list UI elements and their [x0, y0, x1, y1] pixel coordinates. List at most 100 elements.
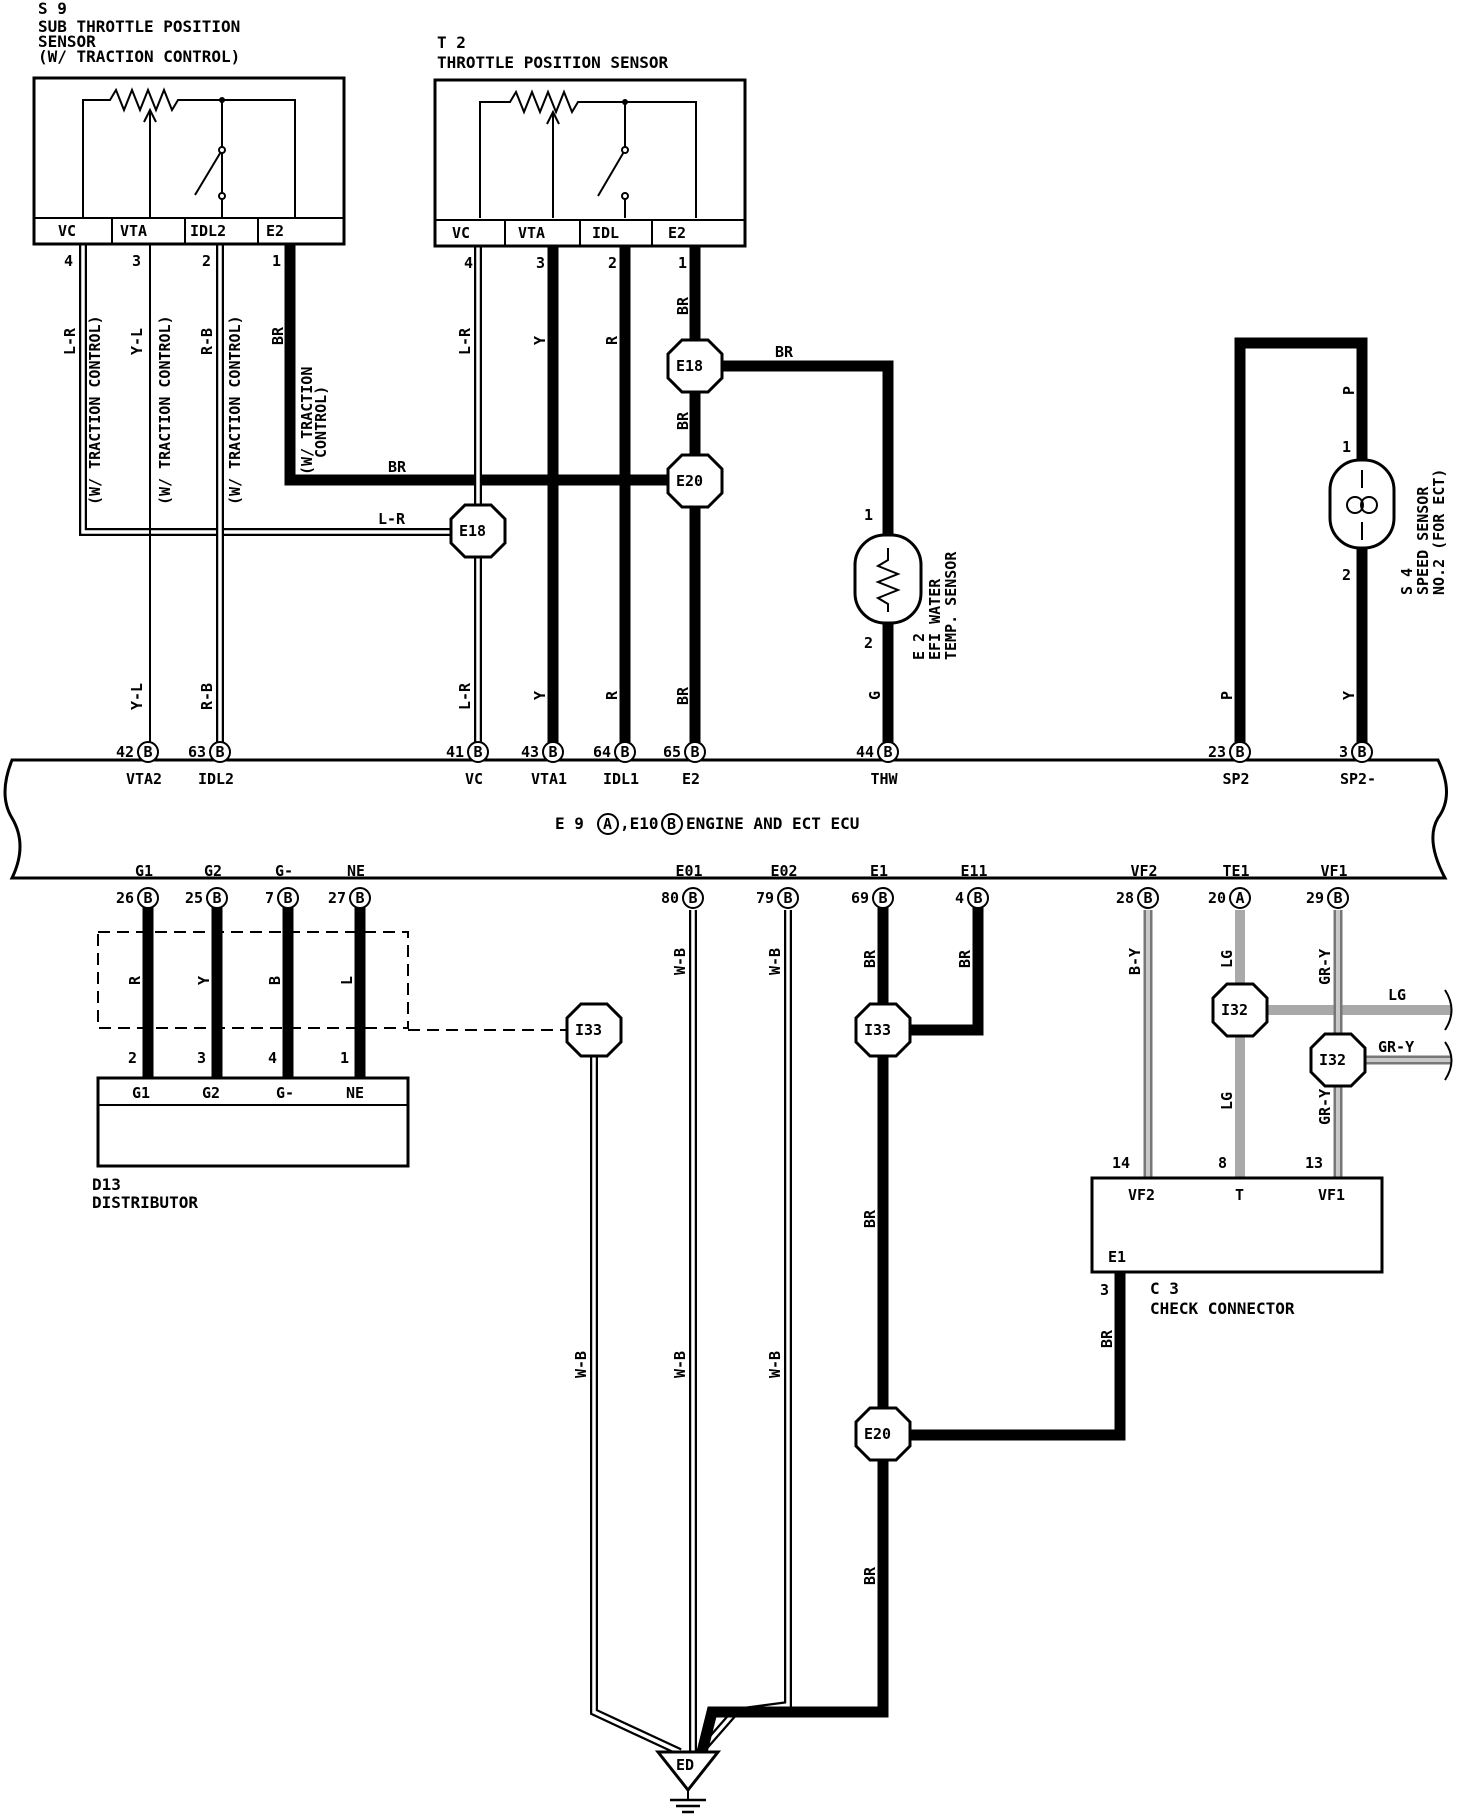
svg-text:BR: BR — [1098, 1329, 1116, 1348]
ecu-connector-letter: A — [1235, 889, 1244, 907]
svg-text:B: B — [667, 815, 676, 833]
svg-text:SPEED SENSOR: SPEED SENSOR — [1414, 486, 1432, 595]
svg-text:VTA: VTA — [518, 224, 545, 242]
svg-text:2: 2 — [128, 1049, 137, 1067]
svg-text:R-B: R-B — [198, 683, 216, 710]
svg-text:BR: BR — [956, 949, 974, 968]
svg-text:3: 3 — [132, 252, 141, 270]
svg-text:S 9: S 9 — [38, 0, 67, 18]
ecu-terminal-name: G1 — [135, 862, 153, 880]
svg-text:L-R: L-R — [378, 510, 406, 528]
svg-text:T 2: T 2 — [437, 33, 466, 52]
ecu-terminal-name: E2 — [682, 770, 700, 788]
ecu-terminal-name: E02 — [770, 862, 797, 880]
ecu-terminal-name: TE1 — [1222, 862, 1249, 880]
ecu-connector-circle — [1351, 741, 1373, 763]
svg-text:W-B: W-B — [671, 1351, 689, 1378]
ecu-terminal-thw: 44 B THW — [856, 741, 899, 788]
svg-text:GR-Y: GR-Y — [1378, 1038, 1414, 1056]
svg-text:2: 2 — [608, 254, 617, 272]
ecu-pin-number: 26 — [116, 889, 134, 907]
ecu-connector-circle — [467, 741, 489, 763]
svg-text:E1: E1 — [1108, 1248, 1126, 1266]
svg-text:TEMP. SENSOR: TEMP. SENSOR — [942, 551, 960, 660]
svg-text:R-B: R-B — [198, 328, 216, 355]
svg-text:BR: BR — [861, 949, 879, 968]
ecu-connector-circle — [137, 887, 159, 909]
svg-text:E 2: E 2 — [910, 633, 928, 660]
ecu-terminal-name: THW — [870, 770, 898, 788]
svg-text:E20: E20 — [864, 1425, 891, 1443]
ecu-connector-letter: B — [883, 743, 892, 761]
ecu-pin-number: 44 — [856, 743, 874, 761]
ecu-connector-letter: B — [690, 743, 699, 761]
ecu-terminal-name: IDL2 — [198, 770, 234, 788]
svg-text:D13: D13 — [92, 1175, 121, 1194]
svg-text:LG: LG — [1218, 1092, 1236, 1110]
ground-ed: ED — [654, 1750, 722, 1814]
ecu-connector-letter: B — [1333, 889, 1342, 907]
svg-text:I32: I32 — [1319, 1051, 1346, 1069]
wiper-arrow — [546, 109, 560, 218]
ecu-pin-number: 65 — [663, 743, 681, 761]
svg-text:NE: NE — [346, 1084, 364, 1102]
svg-text:3: 3 — [197, 1049, 206, 1067]
svg-text:BR: BR — [674, 411, 692, 430]
svg-text:BR: BR — [861, 1566, 879, 1585]
ecu-connector-letter: B — [143, 889, 152, 907]
svg-text:W-B: W-B — [766, 1351, 784, 1378]
ecu-connector-circle — [777, 887, 799, 909]
ecu-terminal-name: G- — [275, 862, 293, 880]
svg-text:VC: VC — [58, 222, 76, 240]
svg-text:(W/ TRACTION: (W/ TRACTION — [298, 367, 316, 475]
svg-text:IDL: IDL — [592, 224, 619, 242]
svg-text:Y: Y — [195, 976, 213, 985]
svg-text:1: 1 — [340, 1049, 349, 1067]
ecu-connector-letter: B — [473, 743, 482, 761]
svg-text:1: 1 — [1342, 438, 1351, 456]
ecu-connector-circle — [684, 741, 706, 763]
svg-text:I33: I33 — [575, 1021, 602, 1039]
svg-text:L-R: L-R — [456, 682, 474, 710]
svg-text:EFI WATER: EFI WATER — [926, 578, 944, 660]
svg-text:4: 4 — [268, 1049, 277, 1067]
svg-text:CONTROL): CONTROL) — [312, 386, 330, 458]
svg-text:E2: E2 — [266, 222, 284, 240]
ecu-connector-circle — [349, 887, 371, 909]
ecu-connector-letter: B — [215, 743, 224, 761]
svg-text:13: 13 — [1305, 1154, 1323, 1172]
ecu-connector-letter: B — [878, 889, 887, 907]
svg-text:3: 3 — [1100, 1281, 1109, 1299]
svg-text:BR: BR — [269, 326, 287, 345]
ecu-label: E 9 A ,E10 B ENGINE AND ECT ECU — [555, 813, 859, 835]
svg-text:L-R: L-R — [456, 327, 474, 355]
ecu-connector-letter: B — [355, 889, 364, 907]
ecu-pin-number: 29 — [1306, 889, 1324, 907]
svg-text:R: R — [603, 690, 621, 700]
ecu-pin-number: 79 — [756, 889, 774, 907]
svg-text:BR: BR — [861, 1209, 879, 1228]
svg-text:BR: BR — [674, 686, 692, 705]
ecu-pin-number: 23 — [1208, 743, 1226, 761]
svg-text:4: 4 — [464, 254, 473, 272]
ecu-connector-circle — [1229, 887, 1251, 909]
distributor: 2 3 4 1 G1 G2 G- NE D13 DISTRIBUTOR — [92, 1049, 410, 1212]
svg-text:P: P — [1340, 386, 1358, 395]
junctions: E18 E20 E18 I33 I33 I32 I32 E20 — [449, 338, 1367, 1462]
ecu-connector-letter: B — [548, 743, 557, 761]
check-connector: 14 8 13 VF2 T VF1 E1 3 C 3 CHECK CONNECT… — [1090, 1154, 1384, 1318]
svg-text:W-B: W-B — [671, 948, 689, 975]
ecu-pin-number: 41 — [446, 743, 464, 761]
svg-text:P: P — [1218, 691, 1236, 700]
svg-text:L-R: L-R — [61, 327, 79, 355]
speed-sensor: 1 2 S 4 SPEED SENSOR NO.2 (FOR ECT) — [1328, 438, 1448, 595]
ecu-connector-letter: B — [620, 743, 629, 761]
svg-text:W-B: W-B — [572, 1351, 590, 1378]
